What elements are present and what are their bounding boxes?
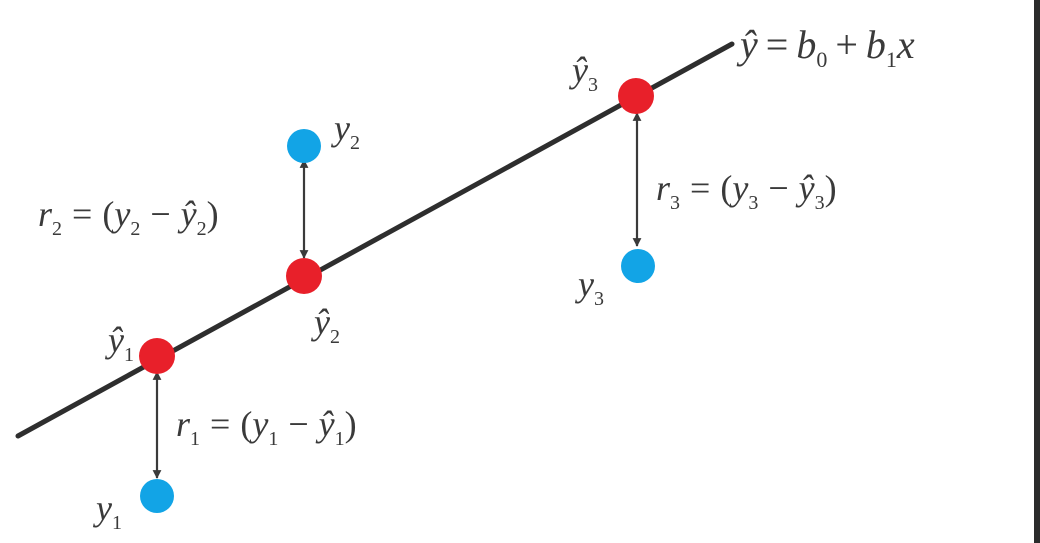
predicted-label-1: ŷ1 (105, 320, 134, 366)
predicted-label-2: ŷ2 (311, 302, 340, 348)
predicted-point-1 (139, 338, 175, 374)
observed-point-1 (140, 479, 174, 513)
residual-formula-3: r3=(y3−ŷ3) (656, 168, 837, 214)
observed-point-2 (287, 129, 321, 163)
predicted-point-3 (618, 78, 654, 114)
observed-label-2: y2 (331, 108, 360, 154)
regression-equation: ŷ=b0+b1x (736, 22, 915, 72)
predicted-label-3: ŷ3 (569, 50, 598, 96)
residual-formula-2: r2=(y2−ŷ2) (38, 194, 219, 240)
residual-formula-1: r1=(y1−ŷ1) (176, 404, 357, 450)
observed-label-3: y3 (575, 264, 604, 310)
observed-point-3 (621, 249, 655, 283)
regression-line (15, 41, 735, 439)
predicted-point-2 (286, 258, 322, 294)
observed-label-1: y1 (93, 488, 122, 534)
